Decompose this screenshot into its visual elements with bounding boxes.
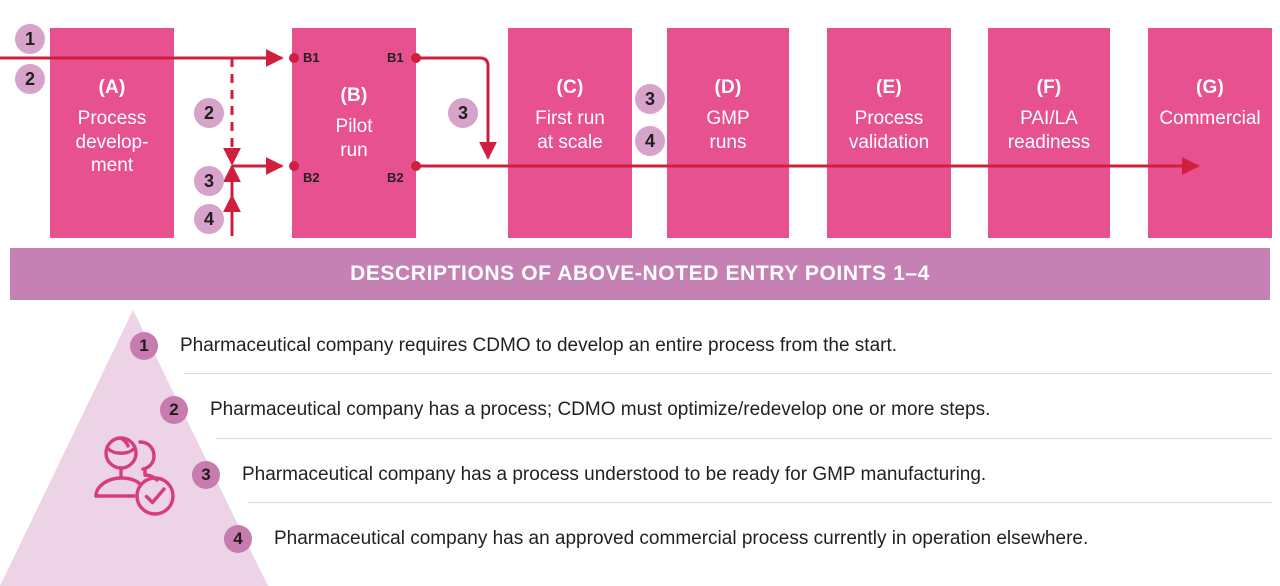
stage-box-b[interactable]: (B) Pilot run	[292, 28, 416, 238]
description-number: 4	[224, 525, 252, 553]
description-row-4[interactable]: 4 Pharmaceutical company has an approved…	[224, 516, 1088, 562]
description-row-2[interactable]: 2 Pharmaceutical company has a process; …	[160, 387, 990, 433]
people-approved-icon	[94, 436, 175, 516]
stage-name: First run at scale	[535, 107, 605, 153]
row-divider-2	[216, 438, 1272, 439]
stage-box-e[interactable]: (E) Process validation	[827, 28, 951, 238]
stage-box-f[interactable]: (F) PAI/LA readiness	[988, 28, 1110, 238]
stage-code: (B)	[340, 85, 368, 106]
description-number: 3	[192, 461, 220, 489]
stage-code: (G)	[1195, 77, 1225, 98]
stage-name: PAI/LA readiness	[1007, 107, 1091, 153]
descriptions-banner: DESCRIPTIONS OF ABOVE-NOTED ENTRY POINTS…	[10, 248, 1270, 300]
port-label-b1-out: B1	[387, 50, 404, 65]
stage-code: (A)	[98, 77, 126, 98]
stage-name: Pilot run	[335, 115, 373, 161]
description-row-1[interactable]: 1 Pharmaceutical company requires CDMO t…	[130, 323, 897, 369]
port-label-b2-out: B2	[387, 170, 404, 185]
entry-badge-3-c-d[interactable]: 3	[635, 84, 665, 114]
entry-badge-2-left[interactable]: 2	[15, 64, 45, 94]
stage-name: GMP runs	[706, 107, 750, 153]
port-label-b1-in: B1	[303, 50, 320, 65]
stage-box-c[interactable]: (C) First run at scale	[508, 28, 632, 238]
stage-box-a[interactable]: (A) Process develop- ment	[50, 28, 174, 238]
description-text: Pharmaceutical company has a process und…	[242, 464, 987, 485]
stage-box-d[interactable]: (D) GMP runs	[667, 28, 789, 238]
description-text: Pharmaceutical company has an approved c…	[274, 528, 1089, 549]
stage-name: Commercial	[1159, 107, 1261, 129]
stage-name: Process develop- ment	[75, 107, 149, 177]
stage-box-g[interactable]: (G) Commercial	[1148, 28, 1272, 238]
process-flow-diagram: (A) Process develop- ment (B) Pilot run …	[0, 0, 1280, 240]
banner-title: DESCRIPTIONS OF ABOVE-NOTED ENTRY POINTS…	[350, 262, 930, 285]
description-row-3[interactable]: 3 Pharmaceutical company has a process u…	[192, 452, 986, 498]
stage-name: Process validation	[848, 107, 930, 153]
entry-badge-4-c-d[interactable]: 4	[635, 126, 665, 156]
description-text: Pharmaceutical company requires CDMO to …	[180, 335, 898, 356]
entry-badge-3-b-c[interactable]: 3	[448, 98, 478, 128]
entry-badge-2-mid[interactable]: 2	[194, 98, 224, 128]
descriptions-section: 1 Pharmaceutical company requires CDMO t…	[0, 300, 1280, 586]
description-number: 1	[130, 332, 158, 360]
stage-code: (F)	[1036, 77, 1062, 98]
stage-code: (C)	[556, 77, 584, 98]
description-text: Pharmaceutical company has a process; CD…	[210, 399, 991, 420]
port-label-b2-in: B2	[303, 170, 320, 185]
stage-code: (E)	[876, 77, 902, 98]
description-number: 2	[160, 396, 188, 424]
entry-badge-1[interactable]: 1	[15, 24, 45, 54]
entry-badge-3-mid[interactable]: 3	[194, 166, 224, 196]
connector-lines	[0, 49, 1200, 236]
row-divider-1	[184, 373, 1272, 374]
stage-code: (D)	[714, 77, 742, 98]
entry-badge-4-mid[interactable]: 4	[194, 204, 224, 234]
row-divider-3	[248, 502, 1272, 503]
